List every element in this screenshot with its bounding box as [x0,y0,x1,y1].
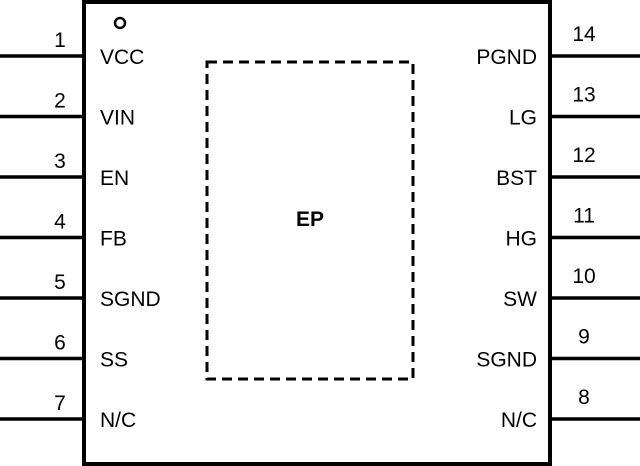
pin-name: VCC [100,46,144,69]
pin-name: EN [100,167,129,190]
pin-name: SGND [476,349,537,372]
pin-name: SW [503,288,537,311]
pin-number: 8 [578,386,590,409]
pin-number: 9 [578,326,590,349]
pin-name: SGND [100,288,161,311]
pin-number: 4 [54,211,66,234]
pin-number: 14 [572,23,596,46]
pin-name: VIN [100,107,135,130]
pin-name: N/C [501,409,537,432]
pin-number: 6 [54,332,66,355]
pin-7: 7N/C [0,392,136,432]
pin-3: 3EN [0,150,129,190]
pin-number: 10 [572,265,595,288]
pin-number: 2 [54,90,66,113]
pin-name: PGND [476,46,537,69]
pin-number: 13 [572,84,595,107]
package-body [82,0,552,466]
pin-name: LG [509,107,537,130]
pin-name: N/C [100,409,136,432]
pin-number: 11 [573,205,595,228]
pin-8: 8N/C [501,386,640,432]
pin-4: 4FB [0,211,127,251]
pin-number: 5 [54,271,66,294]
exposed-pad-label: EP [296,208,324,231]
pin-6: 6SS [0,332,128,372]
pin-name: HG [506,228,538,251]
pin-number: 1 [54,29,66,52]
pin1-marker [113,16,127,30]
pin-name: SS [100,349,128,372]
pin-number: 12 [572,144,595,167]
pin-name: BST [496,167,537,190]
exposed-pad [205,60,415,381]
pin-number: 3 [54,150,66,173]
pin-name: FB [100,228,127,251]
pin-number: 7 [54,392,66,415]
